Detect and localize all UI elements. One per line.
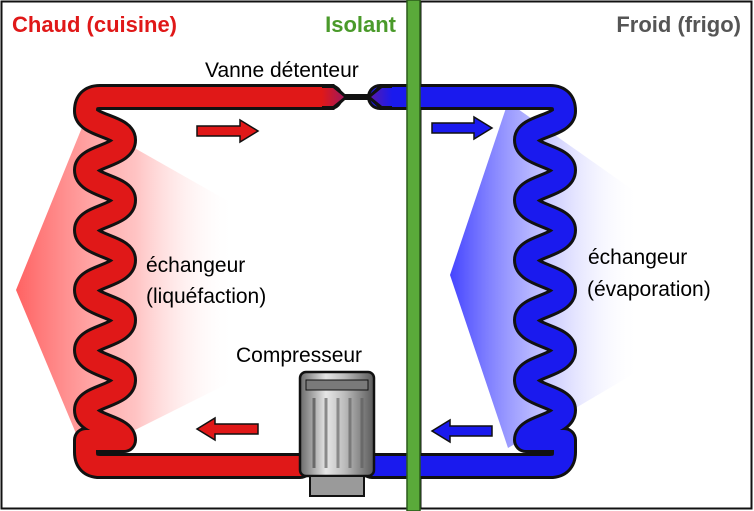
cold-refrigerant-tube [359,84,577,479]
cold-side-label: Froid (frigo) [616,12,741,37]
cold-exchanger-label-line1: échangeur [588,246,687,269]
insulator-wall [406,0,421,511]
flow-arrow-icon [196,118,260,144]
cold-exchanger-label-line2: (évaporation) [587,278,711,301]
flow-arrow-icon [430,418,493,444]
flow-arrow-icon [195,416,259,442]
hot-exchanger-label-line1: échangeur [146,254,245,277]
insulator-label: Isolant [325,12,397,37]
hot-side-label: Chaud (cuisine) [12,12,177,37]
compressor-icon [298,370,376,497]
hot-heat-cone [16,120,235,455]
compressor-label: Compresseur [236,344,362,367]
flow-arrow-icon [431,115,494,141]
expansion-valve [322,84,392,110]
valve-label: Vanne détenteur [205,59,359,82]
hot-exchanger-label-line2: (liquéfaction) [146,285,266,308]
hot-refrigerant-tube [73,84,343,479]
